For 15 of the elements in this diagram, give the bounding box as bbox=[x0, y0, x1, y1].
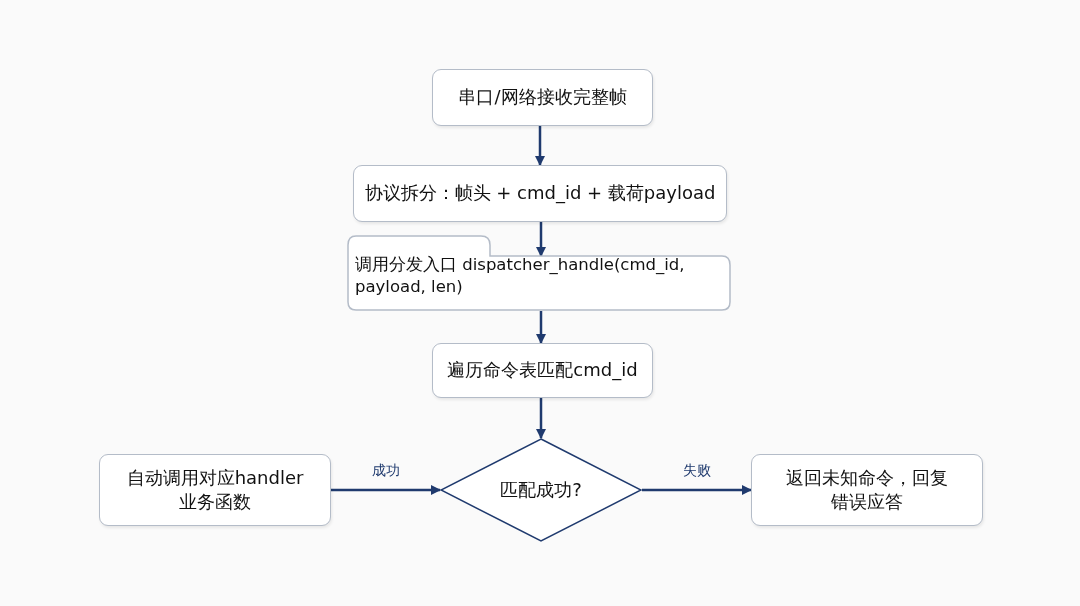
arrow bbox=[331, 485, 441, 495]
arrow bbox=[536, 398, 546, 439]
edge-label: 成功 bbox=[371, 462, 400, 480]
arrow bbox=[535, 126, 545, 166]
arrow bbox=[536, 311, 546, 344]
decision-diamond: 匹配成功? bbox=[440, 438, 642, 542]
process-box: 协议拆分：帧头 + cmd_id + 载荷payload bbox=[353, 165, 727, 222]
arrow bbox=[536, 222, 546, 257]
process-box: 调用分发入口 dispatcher_handle(cmd_id, payload, len) bbox=[347, 235, 731, 311]
edge-label: 失败 bbox=[682, 462, 711, 480]
process-box: 串口/网络接收完整帧 bbox=[432, 69, 653, 126]
process-box: 自动调用对应handler 业务函数 bbox=[99, 454, 331, 526]
process-box: 遍历命令表匹配cmd_id bbox=[432, 343, 653, 398]
process-box: 返回未知命令，回复错误应答 bbox=[751, 454, 983, 526]
arrow bbox=[642, 485, 752, 495]
